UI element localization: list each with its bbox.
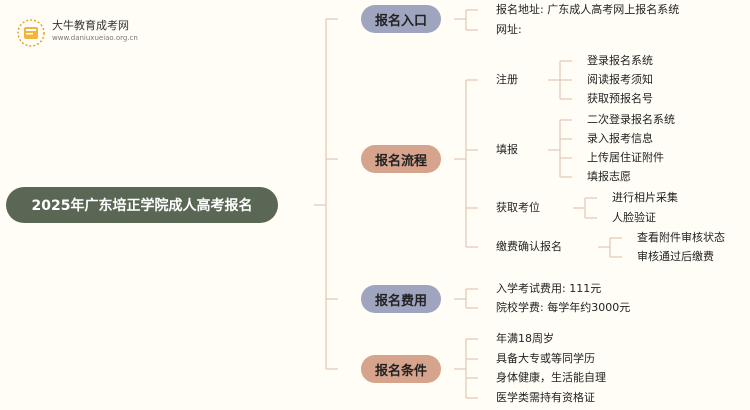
site-logo: 大牛教育成考网 www.daniuxueiao.org.cn <box>16 18 138 48</box>
branch-registration-entry: 报名入口 <box>361 5 441 33</box>
get-seat-substep: 进行相片采集 <box>612 191 678 204</box>
fill-in-substep: 填报志愿 <box>587 170 631 183</box>
condition-item: 年满18周岁 <box>496 332 554 345</box>
step-get-seat: 获取考位 <box>496 201 540 214</box>
root-topic: 2025年广东培正学院成人高考报名 <box>6 187 278 223</box>
step-fill-in: 填报 <box>496 143 518 156</box>
get-seat-substep: 人脸验证 <box>612 211 656 224</box>
branch-registration-conditions: 报名条件 <box>361 355 441 383</box>
site-url: www.daniuxueiao.org.cn <box>52 34 138 42</box>
pay-confirm-substep: 审核通过后缴费 <box>637 250 714 263</box>
branch-registration-process: 报名流程 <box>361 145 441 173</box>
pay-confirm-substep: 查看附件审核状态 <box>637 231 725 244</box>
branch-registration-fees: 报名费用 <box>361 285 441 313</box>
register-substep: 获取预报名号 <box>587 92 653 105</box>
step-pay-confirm: 缴费确认报名 <box>496 240 562 253</box>
register-substep: 阅读报考须知 <box>587 73 653 86</box>
fill-in-substep: 二次登录报名系统 <box>587 113 675 126</box>
fee-exam: 入学考试费用: 111元 <box>496 282 602 295</box>
fill-in-substep: 录入报考信息 <box>587 132 653 145</box>
book-icon <box>17 19 45 47</box>
entry-website: 网址: <box>496 23 522 36</box>
entry-address: 报名地址: 广东成人高考网上报名系统 <box>496 3 680 16</box>
site-name: 大牛教育成考网 <box>52 19 129 32</box>
register-substep: 登录报名系统 <box>587 54 653 67</box>
fee-tuition: 院校学费: 每学年约3000元 <box>496 301 631 314</box>
step-register: 注册 <box>496 73 518 86</box>
condition-item: 医学类需持有资格证 <box>496 391 595 404</box>
condition-item: 身体健康，生活能自理 <box>496 371 606 384</box>
fill-in-substep: 上传居住证附件 <box>587 151 664 164</box>
condition-item: 具备大专或等同学历 <box>496 352 595 365</box>
